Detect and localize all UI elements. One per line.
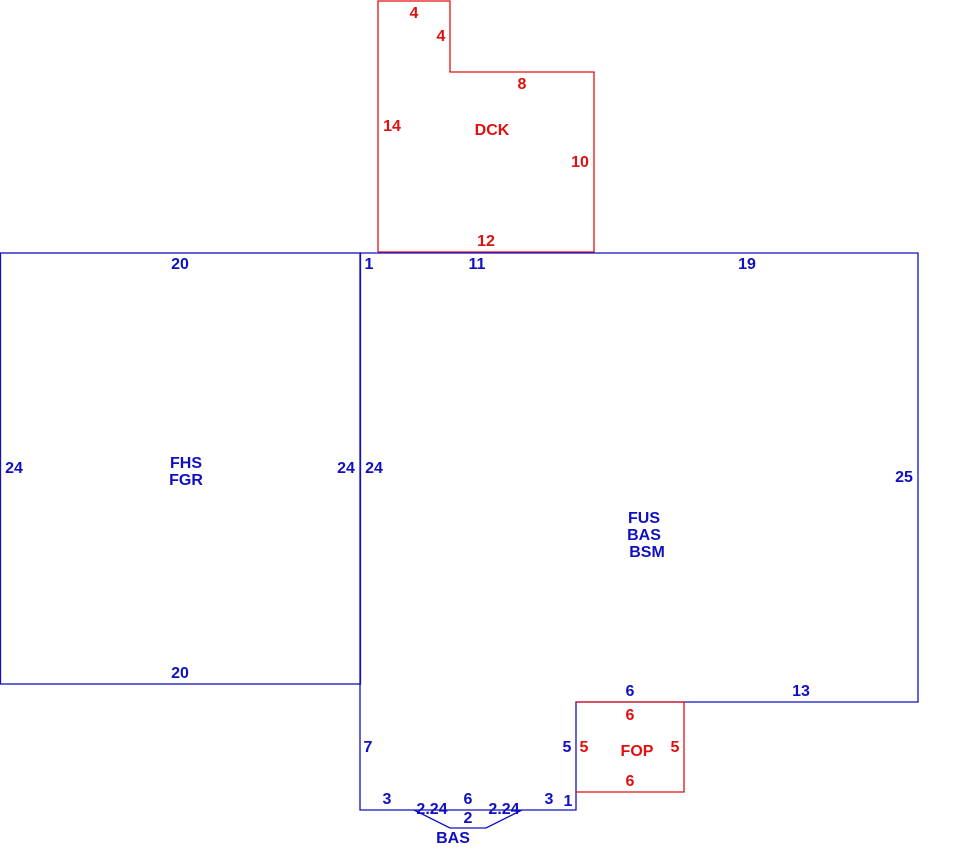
bay-dim-front: 2 xyxy=(464,810,473,827)
bay-dim-top: 6 xyxy=(464,791,473,808)
main-dim-bottom-right-end: 1 xyxy=(564,793,573,810)
main-dim-top-mid: 11 xyxy=(469,256,486,273)
main-dim-top-short: 1 xyxy=(365,256,374,273)
main-dim-top-right: 19 xyxy=(738,256,756,273)
garage-area-code-2: FGR xyxy=(169,472,203,489)
main-dim-notch-top: 6 xyxy=(626,683,635,700)
main-dim-right: 25 xyxy=(895,469,913,486)
bay-window-outline xyxy=(413,809,523,829)
main-dim-notch-side: 5 xyxy=(563,739,572,756)
main-dim-bottom-right: 13 xyxy=(792,683,810,700)
deck-dim-top: 4 xyxy=(410,5,419,22)
bay-area-code: BAS xyxy=(436,830,470,847)
garage-dim-top: 20 xyxy=(171,256,189,273)
garage-dim-right: 24 xyxy=(337,460,355,477)
bay-dim-left-angle: 2.24 xyxy=(416,801,447,818)
main-dim-lower-left: 7 xyxy=(364,739,373,756)
garage-dim-bottom: 20 xyxy=(171,665,189,682)
deck-dim-right: 10 xyxy=(571,154,589,171)
main-dim-bottom-left-seg: 3 xyxy=(383,791,392,808)
main-area-code-3: BSM xyxy=(629,544,665,561)
porch-dim-right: 5 xyxy=(671,739,680,756)
main-area-code-2: BAS xyxy=(627,527,661,544)
deck-dim-bottom: 12 xyxy=(477,233,495,250)
deck-dim-step-down: 4 xyxy=(437,28,446,45)
deck-area-code: DCK xyxy=(475,122,510,139)
porch-perimeter xyxy=(576,701,685,793)
main-dim-bottom-right-seg: 3 xyxy=(545,791,554,808)
porch-dim-bottom: 6 xyxy=(626,773,635,790)
garage-area-code-1: FHS xyxy=(170,455,202,472)
porch-dim-top: 6 xyxy=(626,707,635,724)
deck-dim-step-run: 8 xyxy=(518,76,527,93)
deck-dim-left: 14 xyxy=(383,118,401,135)
main-area-code-1: FUS xyxy=(628,510,660,527)
bay-dim-right-angle: 2.24 xyxy=(488,801,519,818)
deck-outline xyxy=(377,0,595,253)
porch-dim-left: 5 xyxy=(580,739,589,756)
garage-dim-left: 24 xyxy=(5,460,23,477)
deck-perimeter xyxy=(377,0,595,253)
porch-area-code: FOP xyxy=(621,743,654,760)
porch-outline xyxy=(576,701,685,793)
main-dim-left: 24 xyxy=(365,460,383,477)
